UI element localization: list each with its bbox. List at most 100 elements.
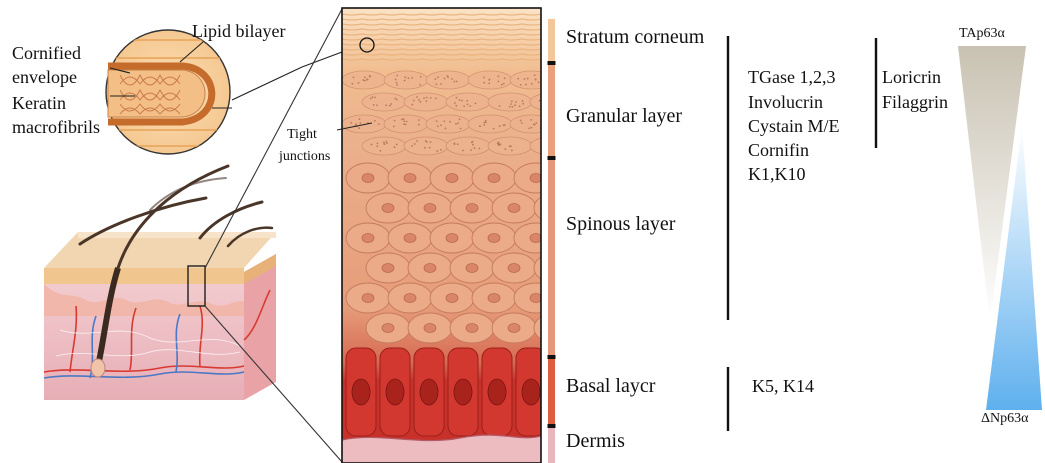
keratohyalin-granule — [463, 105, 465, 107]
layer-label-granular: Granular layer — [566, 106, 682, 126]
keratohyalin-granule — [408, 77, 410, 79]
spinous-nucleus — [466, 264, 478, 273]
keratohyalin-granule — [423, 97, 425, 99]
keratohyalin-granule — [520, 120, 522, 122]
keratohyalin-granule — [455, 105, 457, 107]
keratohyalin-granule — [418, 99, 420, 101]
keratohyalin-granule — [454, 143, 456, 145]
keratohyalin-granule — [457, 143, 459, 145]
tap63-label: TAp63α — [959, 27, 1005, 41]
keratohyalin-granule — [419, 101, 421, 103]
keratohyalin-granule — [351, 83, 353, 85]
keratohyalin-granule — [420, 76, 422, 78]
keratohyalin-granule — [498, 142, 500, 144]
keratohyalin-granule — [424, 147, 426, 149]
keratohyalin-granule — [511, 150, 513, 152]
p63-gradient — [958, 46, 1042, 410]
keratohyalin-granule — [374, 120, 376, 122]
keratohyalin-granule — [425, 140, 427, 142]
keratohyalin-granule — [498, 81, 500, 83]
keratohyalin-granule — [377, 143, 379, 145]
keratohyalin-granule — [396, 99, 398, 101]
keratohyalin-granule — [535, 79, 537, 81]
keratohyalin-granule — [376, 104, 378, 106]
keratohyalin-granule — [405, 124, 407, 126]
skin-block-illustration — [44, 166, 276, 400]
keratohyalin-granule — [485, 120, 487, 122]
keratohyalin-granule — [504, 77, 506, 79]
keratohyalin-granule — [401, 118, 403, 120]
keratohyalin-granule — [497, 75, 499, 77]
spinous-nucleus — [488, 294, 500, 303]
keratohyalin-granule — [534, 74, 536, 76]
keratohyalin-granule — [394, 120, 396, 122]
keratohyalin-granule — [444, 78, 446, 80]
epidermis-column — [342, 8, 578, 463]
keratohyalin-granule — [527, 78, 529, 80]
keratohyalin-granule — [385, 104, 387, 106]
keratohyalin-granule — [510, 103, 512, 105]
keratohyalin-granule — [501, 84, 503, 86]
keratohyalin-granule — [411, 104, 413, 106]
keratohyalin-granule — [396, 84, 398, 86]
keratohyalin-granule — [440, 83, 442, 85]
keratohyalin-granule — [456, 97, 458, 99]
keratohyalin-granule — [435, 78, 437, 80]
keratohyalin-granule — [525, 84, 527, 86]
keratohyalin-granule — [386, 142, 388, 144]
spinous-nucleus — [508, 324, 520, 333]
keratohyalin-granule — [369, 76, 371, 78]
basal-nucleus — [420, 379, 438, 405]
layer-label-basal: Basal laycr — [566, 376, 655, 396]
keratohyalin-granule — [384, 143, 386, 145]
keratohyalin-granule — [466, 100, 468, 102]
granular-cell — [468, 115, 512, 133]
keratohyalin-granule — [426, 97, 428, 99]
granular-cell — [404, 137, 448, 155]
keratohyalin-granule — [504, 124, 506, 126]
spinous-nucleus — [404, 294, 416, 303]
keratohyalin-granule — [522, 103, 524, 105]
keratohyalin-granule — [489, 78, 491, 80]
keratohyalin-granule — [479, 125, 481, 127]
keratohyalin-granule — [396, 82, 398, 84]
keratohyalin-granule — [483, 124, 485, 126]
marker-k1-k10: K1,K10 — [748, 165, 806, 183]
keratohyalin-granule — [557, 100, 559, 102]
keratohyalin-granule — [376, 145, 378, 147]
keratohyalin-granule — [395, 79, 397, 81]
keratohyalin-granule — [475, 102, 477, 104]
keratohyalin-granule — [483, 82, 485, 84]
cornified-envelope-label-line1: Cornified — [12, 44, 81, 62]
keratohyalin-granule — [521, 122, 523, 124]
granular-cell — [510, 71, 554, 89]
keratohyalin-granule — [403, 118, 405, 120]
keratohyalin-granule — [514, 104, 516, 106]
keratohyalin-granule — [538, 81, 540, 83]
keratohyalin-granule — [530, 119, 532, 121]
granular-cell — [510, 115, 554, 133]
keratohyalin-granule — [531, 127, 533, 129]
marker-involucrin: Involucrin — [748, 93, 823, 111]
keratohyalin-granule — [378, 123, 380, 125]
keratohyalin-granule — [498, 144, 500, 146]
keratohyalin-granule — [380, 150, 382, 152]
keratohyalin-granule — [564, 147, 566, 149]
keratohyalin-granule — [404, 80, 406, 82]
keratohyalin-granule — [370, 98, 372, 100]
keratohyalin-granule — [418, 119, 420, 121]
keratohyalin-granule — [445, 128, 447, 130]
marker-tgase: TGase 1,2,3 — [748, 68, 835, 86]
keratohyalin-granule — [531, 83, 533, 85]
keratohyalin-granule — [454, 81, 456, 83]
keratohyalin-granule — [372, 96, 374, 98]
keratohyalin-granule — [460, 128, 462, 130]
spinous-nucleus — [362, 294, 374, 303]
keratohyalin-granule — [364, 76, 366, 78]
keratohyalin-granule — [479, 148, 481, 150]
marker-cystatin: Cystain M/E — [748, 117, 840, 135]
keratohyalin-granule — [561, 143, 563, 145]
spinous-nucleus — [508, 264, 520, 273]
keratohyalin-granule — [457, 122, 459, 124]
granular-cell — [446, 93, 490, 111]
